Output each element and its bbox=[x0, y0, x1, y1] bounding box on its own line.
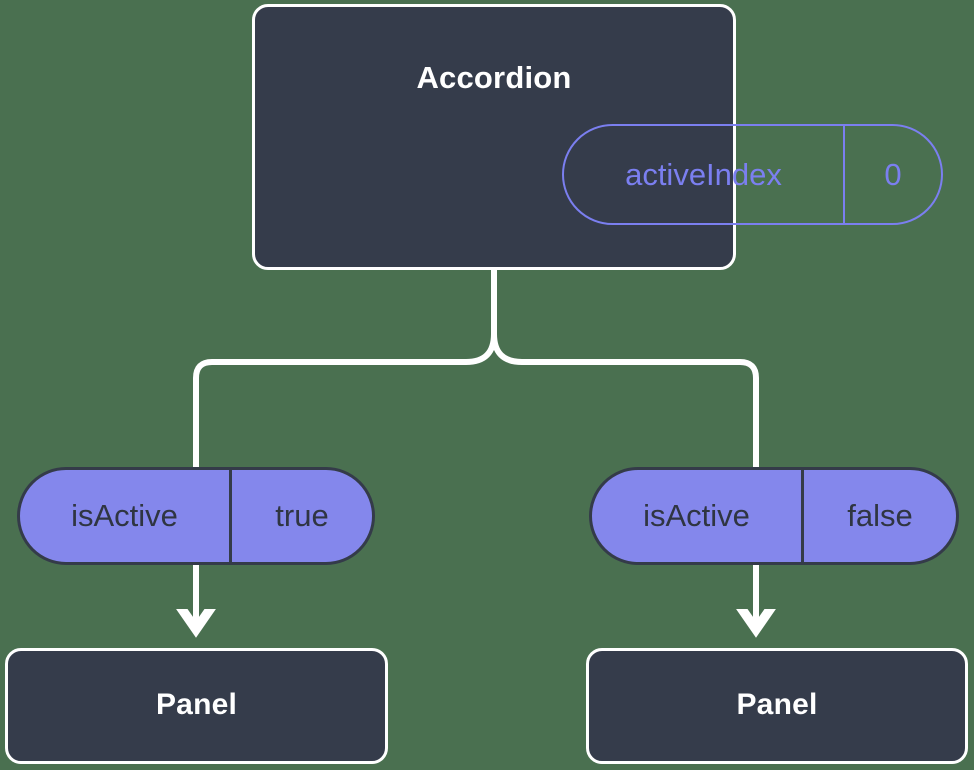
prop-pill-key: isActive bbox=[592, 470, 804, 562]
component-node-accordion[interactable]: Accordion activeIndex 0 bbox=[252, 4, 943, 270]
arrow-right bbox=[736, 565, 776, 638]
state-pill-value: 0 bbox=[884, 156, 902, 192]
component-node-panel-left[interactable]: Panel bbox=[5, 648, 388, 764]
component-node-panel-right[interactable]: Panel bbox=[586, 648, 968, 764]
state-pill-active-index[interactable]: activeIndex 0 bbox=[562, 124, 943, 225]
connector-branch-left bbox=[193, 333, 497, 470]
prop-pill-value: false bbox=[847, 498, 913, 533]
panel-left-title: Panel bbox=[155, 688, 238, 721]
prop-pill-key: isActive bbox=[20, 470, 232, 562]
panel-right-title: Panel bbox=[736, 688, 818, 721]
prop-pill-is-active-true[interactable]: isActive true bbox=[17, 467, 375, 565]
connector-branch-right bbox=[491, 333, 759, 470]
prop-pill-value: true bbox=[275, 498, 329, 533]
arrow-left bbox=[176, 565, 216, 638]
accordion-title: Accordion bbox=[416, 60, 572, 95]
state-pill-key: activeIndex bbox=[564, 126, 845, 223]
prop-pill-is-active-false[interactable]: isActive false bbox=[589, 467, 959, 565]
